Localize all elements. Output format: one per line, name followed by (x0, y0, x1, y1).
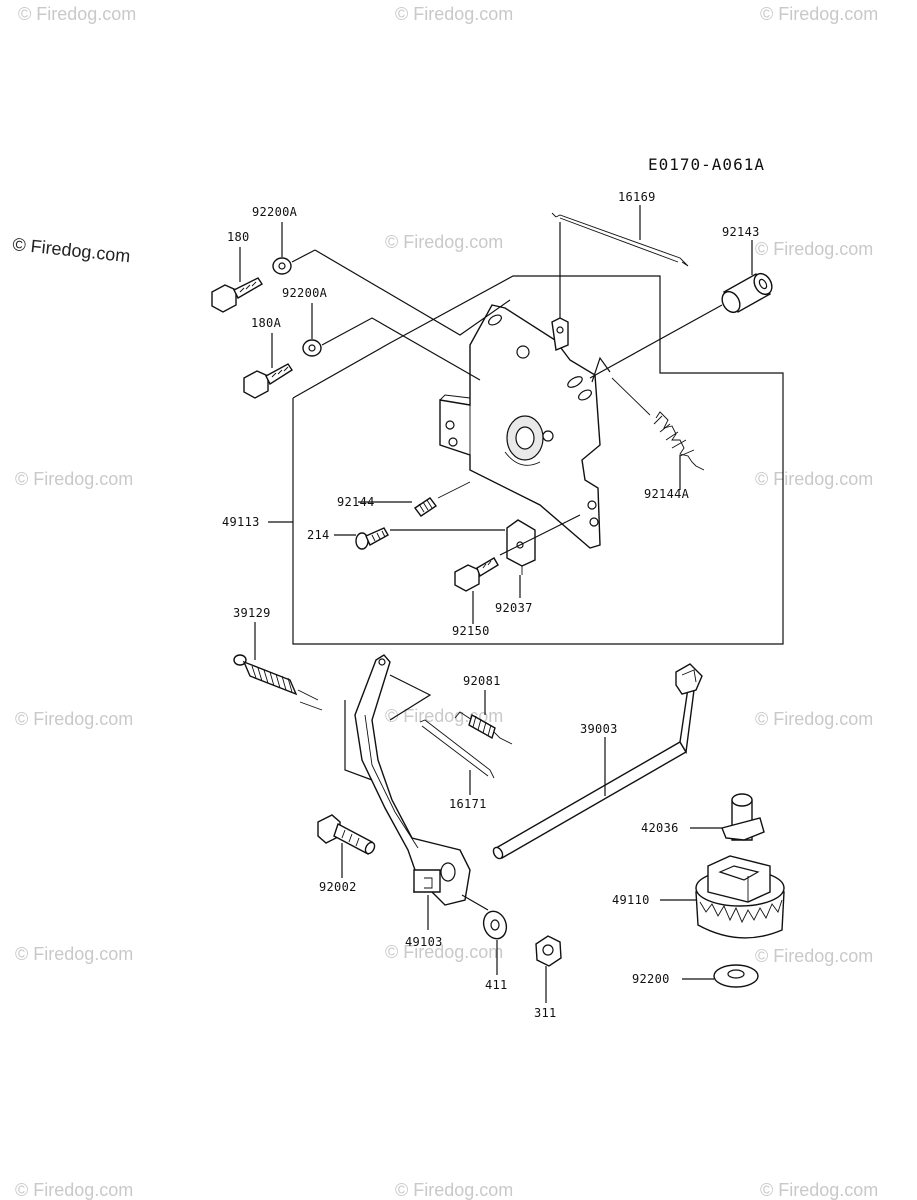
collar-92143 (721, 272, 773, 314)
watermark: © Firedog.com (15, 709, 133, 729)
watermark: © Firedog.com (385, 232, 503, 252)
watermark: © Firedog.com (385, 942, 503, 962)
bolt-180 (211, 277, 263, 313)
bolt-180A (243, 363, 293, 399)
screw-214 (355, 527, 389, 550)
label-92002: 92002 (319, 880, 357, 894)
watermark: © Firedog.com (395, 1180, 513, 1200)
watermark: © Firedog.com (755, 946, 873, 966)
collar-axis (591, 356, 611, 383)
spring-92081 (454, 711, 513, 745)
watermark: © Firedog.com (755, 469, 873, 489)
watermark: © Firedog.com (395, 4, 513, 24)
watermark: © Firedog.com (755, 709, 873, 729)
control-bracket-plate (439, 304, 601, 549)
shaft-39003 (492, 663, 703, 860)
governor-gear-49110 (695, 855, 785, 939)
label-49103: 49103 (405, 935, 443, 949)
washer-411 (482, 910, 508, 940)
label-92200: 92200 (632, 972, 670, 986)
copyright-label: © Firedog.com (12, 234, 132, 266)
governor-lever-49103 (354, 654, 471, 906)
spring-92144A (611, 377, 705, 471)
label-411: 411 (485, 978, 508, 992)
label-92200A-mid: 92200A (282, 286, 328, 300)
watermark: © Firedog.com (15, 944, 133, 964)
label-39003: 39003 (580, 722, 618, 736)
diagram-id: E0170-A061A (648, 155, 765, 174)
label-16171: 16171 (449, 797, 487, 811)
label-39129: 39129 (233, 606, 271, 620)
label-92144A: 92144A (644, 487, 690, 501)
label-92037: 92037 (495, 601, 533, 615)
spring-92144 (413, 481, 471, 517)
label-42036: 42036 (641, 821, 679, 835)
label-214: 214 (307, 528, 330, 542)
label-92150: 92150 (452, 624, 490, 638)
bolt-92150 (454, 557, 499, 592)
label-180A: 180A (251, 316, 282, 330)
washer-92200A-mid (302, 339, 322, 357)
leader-collar-plate (589, 304, 723, 379)
watermark: © Firedog.com (760, 4, 878, 24)
bracket-92037 (506, 519, 536, 575)
lever-link-lines (344, 674, 432, 781)
leader-washer-mid-plate (321, 317, 481, 381)
leader-washer-to-plate (291, 249, 316, 263)
assembly-outline-49113 (292, 275, 784, 645)
watermark: © Firedog.com (760, 1180, 878, 1200)
label-92081: 92081 (463, 674, 501, 688)
label-92143: 92143 (722, 225, 760, 239)
washer-92200A-top (272, 257, 292, 275)
nut-311 (535, 935, 562, 967)
label-49113: 49113 (222, 515, 260, 529)
label-16169: 16169 (618, 190, 656, 204)
governor-shaft-42036 (721, 793, 765, 841)
watermark: © Firedog.com (15, 1180, 133, 1200)
leader-lever-washer (461, 894, 489, 911)
watermark: © Firedog.com (15, 469, 133, 489)
label-92144: 92144 (337, 495, 375, 509)
part-labels: 180 92200A 16169 92143 92200A 180A 92144… (222, 190, 760, 1020)
leader-washer-plate (314, 249, 511, 336)
leader-bolt-plate (499, 514, 581, 556)
watermark: © Firedog.com (18, 4, 136, 24)
label-180: 180 (227, 230, 250, 244)
label-49110: 49110 (612, 893, 650, 907)
label-311: 311 (534, 1006, 557, 1020)
label-92200A-top: 92200A (252, 205, 298, 219)
pin-92002 (317, 814, 376, 856)
washer-92200 (713, 964, 759, 988)
rod-16169 (551, 212, 689, 267)
spring-39129 (233, 654, 323, 711)
watermark: © Firedog.com (755, 239, 873, 259)
watermark-layer: © Firedog.com © Firedog.com © Firedog.co… (15, 4, 878, 1200)
rod-16171 (419, 719, 495, 779)
